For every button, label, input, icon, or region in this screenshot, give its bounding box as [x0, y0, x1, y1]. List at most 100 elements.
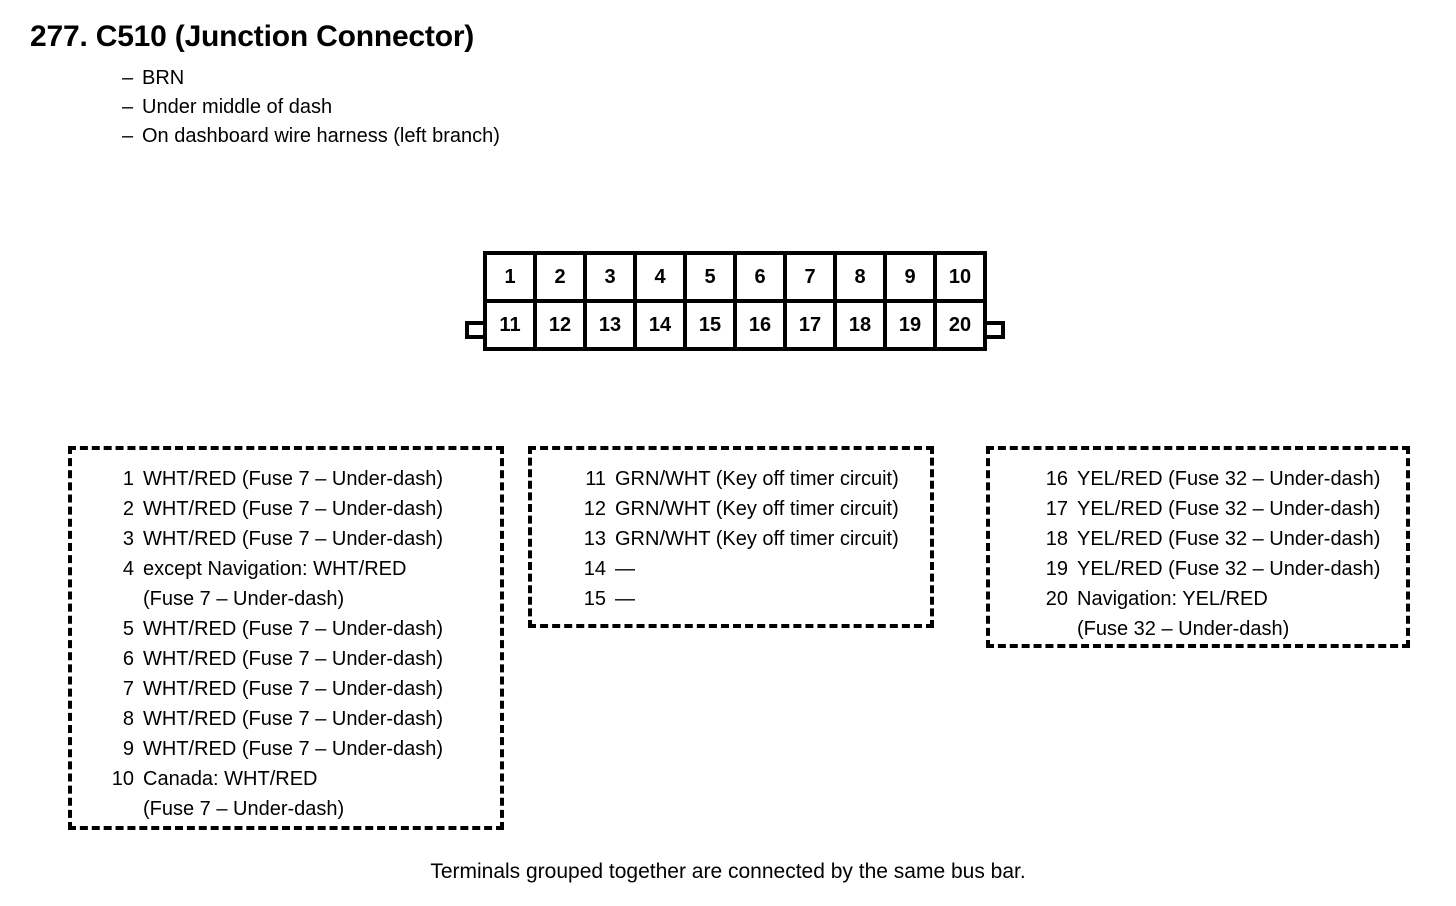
- bus-bar-group-1: 1 WHT/RED (Fuse 7 – Under-dash) 2 WHT/RE…: [68, 446, 504, 830]
- pin-cell[interactable]: 8: [833, 255, 883, 299]
- connector-attribute-label: BRN: [142, 67, 185, 89]
- pin-number: 16: [1045, 468, 1068, 490]
- pin-description: YEL/RED (Fuse 32 – Under-dash): [1077, 498, 1381, 520]
- pin-description: WHT/RED (Fuse 7 – Under-dash): [143, 738, 444, 760]
- pin-cell[interactable]: 10: [933, 255, 983, 299]
- pin-description: YEL/RED (Fuse 32 – Under-dash): [1077, 528, 1381, 550]
- pin-description: YEL/RED (Fuse 32 – Under-dash): [1077, 468, 1381, 490]
- pin-number: 2: [122, 498, 134, 520]
- pin-cell[interactable]: 13: [583, 303, 633, 347]
- pin-description: WHT/RED (Fuse 7 – Under-dash): [143, 648, 444, 670]
- pin-description-list: 1 WHT/RED (Fuse 7 – Under-dash) 2 WHT/RE…: [72, 450, 500, 824]
- pin-description-row: 7 WHT/RED (Fuse 7 – Under-dash): [84, 674, 500, 704]
- bullet-dash-icon: –: [122, 125, 134, 147]
- pin-description-row: 8 WHT/RED (Fuse 7 – Under-dash): [84, 704, 500, 734]
- pin-cell[interactable]: 1: [487, 255, 533, 299]
- pin-number: 14: [583, 558, 606, 580]
- pin-description-continuation: (Fuse 7 – Under-dash): [143, 798, 345, 820]
- connector-left-locking-tab: [465, 321, 487, 339]
- pin-cell[interactable]: 17: [783, 303, 833, 347]
- pin-description: Canada: WHT/RED (Fuse 7 – Under-dash): [143, 764, 500, 824]
- pin-number: 1: [122, 468, 134, 490]
- bullet-dash-icon: –: [122, 96, 134, 118]
- pin-description: —: [615, 558, 635, 580]
- pin-description: WHT/RED (Fuse 7 – Under-dash): [143, 498, 444, 520]
- pin-description-row: 9 WHT/RED (Fuse 7 – Under-dash): [84, 734, 500, 764]
- pin-cell[interactable]: 15: [683, 303, 733, 347]
- pin-number: 5: [122, 618, 134, 640]
- connector-attribute: –Under middle of dash: [122, 93, 1030, 122]
- pin-number: 9: [122, 738, 134, 760]
- pin-number: 6: [122, 648, 134, 670]
- pin-number: 4: [122, 558, 134, 580]
- pin-description-row: 2 WHT/RED (Fuse 7 – Under-dash): [84, 494, 500, 524]
- pin-number: 7: [122, 678, 134, 700]
- pin-cell[interactable]: 9: [883, 255, 933, 299]
- connector-body: 1 2 3 4 5 6 7 8 9 10 11 12 13 14 15 16 1…: [483, 251, 987, 351]
- pin-cell[interactable]: 5: [683, 255, 733, 299]
- pin-number: 8: [122, 708, 134, 730]
- pin-description-row: 5 WHT/RED (Fuse 7 – Under-dash): [84, 614, 500, 644]
- pin-number: 20: [1045, 588, 1068, 610]
- bus-bar-note: Terminals grouped together are connected…: [430, 860, 1026, 883]
- pin-description-row: 11 GRN/WHT (Key off timer circuit): [550, 464, 930, 494]
- pin-cell[interactable]: 2: [533, 255, 583, 299]
- pin-cell[interactable]: 11: [487, 303, 533, 347]
- pin-description-row: 13 GRN/WHT (Key off timer circuit): [550, 524, 930, 554]
- pin-description-continuation: (Fuse 32 – Under-dash): [1077, 618, 1290, 640]
- pin-cell[interactable]: 3: [583, 255, 633, 299]
- connector-pinout-diagram: 1 2 3 4 5 6 7 8 9 10 11 12 13 14 15 16 1…: [465, 251, 1005, 361]
- pin-description-line: Canada: WHT/RED: [143, 768, 318, 790]
- pin-cell[interactable]: 18: [833, 303, 883, 347]
- pin-description-row: 3 WHT/RED (Fuse 7 – Under-dash): [84, 524, 500, 554]
- pin-cell[interactable]: 20: [933, 303, 983, 347]
- pin-number: 3: [122, 528, 134, 550]
- pin-description: Navigation: YEL/RED(Fuse 32 – Under-dash…: [1077, 584, 1406, 644]
- pin-cell[interactable]: 19: [883, 303, 933, 347]
- pin-cell[interactable]: 12: [533, 303, 583, 347]
- connector-pin-row-top: 1 2 3 4 5 6 7 8 9 10: [487, 255, 983, 299]
- pin-description-row: 16 YEL/RED (Fuse 32 – Under-dash): [1012, 464, 1406, 494]
- pin-description-list: 16 YEL/RED (Fuse 32 – Under-dash) 17 YEL…: [990, 450, 1406, 644]
- pin-description-row: 4 except Navigation: WHT/RED (Fuse 7 – Un…: [84, 554, 500, 614]
- header-block: 277. C510 (Junction Connector) –BRN –Und…: [30, 18, 1030, 151]
- pin-description-continuation: (Fuse 7 – Under-dash): [143, 588, 345, 610]
- connector-attribute-label: On dashboard wire harness (left branch): [142, 125, 500, 147]
- pin-description-row: 14 —: [550, 554, 930, 584]
- pin-description-list: 11 GRN/WHT (Key off timer circuit) 12 GR…: [532, 450, 930, 614]
- pin-number: 15: [583, 588, 606, 610]
- pin-number: 10: [111, 768, 134, 790]
- pin-number: 19: [1045, 558, 1068, 580]
- pin-description: YEL/RED (Fuse 32 – Under-dash): [1077, 558, 1381, 580]
- pin-cell[interactable]: 6: [733, 255, 783, 299]
- connector-attribute-list: –BRN –Under middle of dash –On dashboard…: [30, 64, 1030, 151]
- connector-pin-row-bottom: 11 12 13 14 15 16 17 18 19 20: [487, 299, 983, 347]
- bus-bar-group-2: 11 GRN/WHT (Key off timer circuit) 12 GR…: [528, 446, 934, 628]
- pin-description: GRN/WHT (Key off timer circuit): [615, 468, 899, 490]
- pin-description: GRN/WHT (Key off timer circuit): [615, 528, 899, 550]
- pin-description: WHT/RED (Fuse 7 – Under-dash): [143, 678, 444, 700]
- pin-description: WHT/RED (Fuse 7 – Under-dash): [143, 708, 444, 730]
- pin-description-row: 17 YEL/RED (Fuse 32 – Under-dash): [1012, 494, 1406, 524]
- pin-number: 11: [585, 468, 606, 490]
- pin-cell[interactable]: 4: [633, 255, 683, 299]
- pin-description-row: 1 WHT/RED (Fuse 7 – Under-dash): [84, 464, 500, 494]
- pin-description: —: [615, 588, 635, 610]
- pin-description: WHT/RED (Fuse 7 – Under-dash): [143, 528, 444, 550]
- pin-description: WHT/RED (Fuse 7 – Under-dash): [143, 618, 444, 640]
- pin-description-row: 10 Canada: WHT/RED (Fuse 7 – Under-dash): [84, 764, 500, 824]
- connector-attribute: –On dashboard wire harness (left branch): [122, 122, 1030, 151]
- pin-description-line: except Navigation: WHT/RED: [143, 558, 407, 580]
- pin-cell[interactable]: 14: [633, 303, 683, 347]
- pin-description-row: 20 Navigation: YEL/RED(Fuse 32 – Under-d…: [1012, 584, 1406, 644]
- bus-bar-group-3: 16 YEL/RED (Fuse 32 – Under-dash) 17 YEL…: [986, 446, 1410, 648]
- pin-description: WHT/RED (Fuse 7 – Under-dash): [143, 468, 444, 490]
- connector-attribute: –BRN: [122, 64, 1030, 93]
- pin-description-row: 18 YEL/RED (Fuse 32 – Under-dash): [1012, 524, 1406, 554]
- pin-number: 12: [583, 498, 606, 520]
- pin-description-row: 15 —: [550, 584, 930, 614]
- pin-cell[interactable]: 16: [733, 303, 783, 347]
- pin-description: except Navigation: WHT/RED (Fuse 7 – Unde…: [143, 554, 500, 614]
- pin-cell[interactable]: 7: [783, 255, 833, 299]
- pin-number: 13: [583, 528, 606, 550]
